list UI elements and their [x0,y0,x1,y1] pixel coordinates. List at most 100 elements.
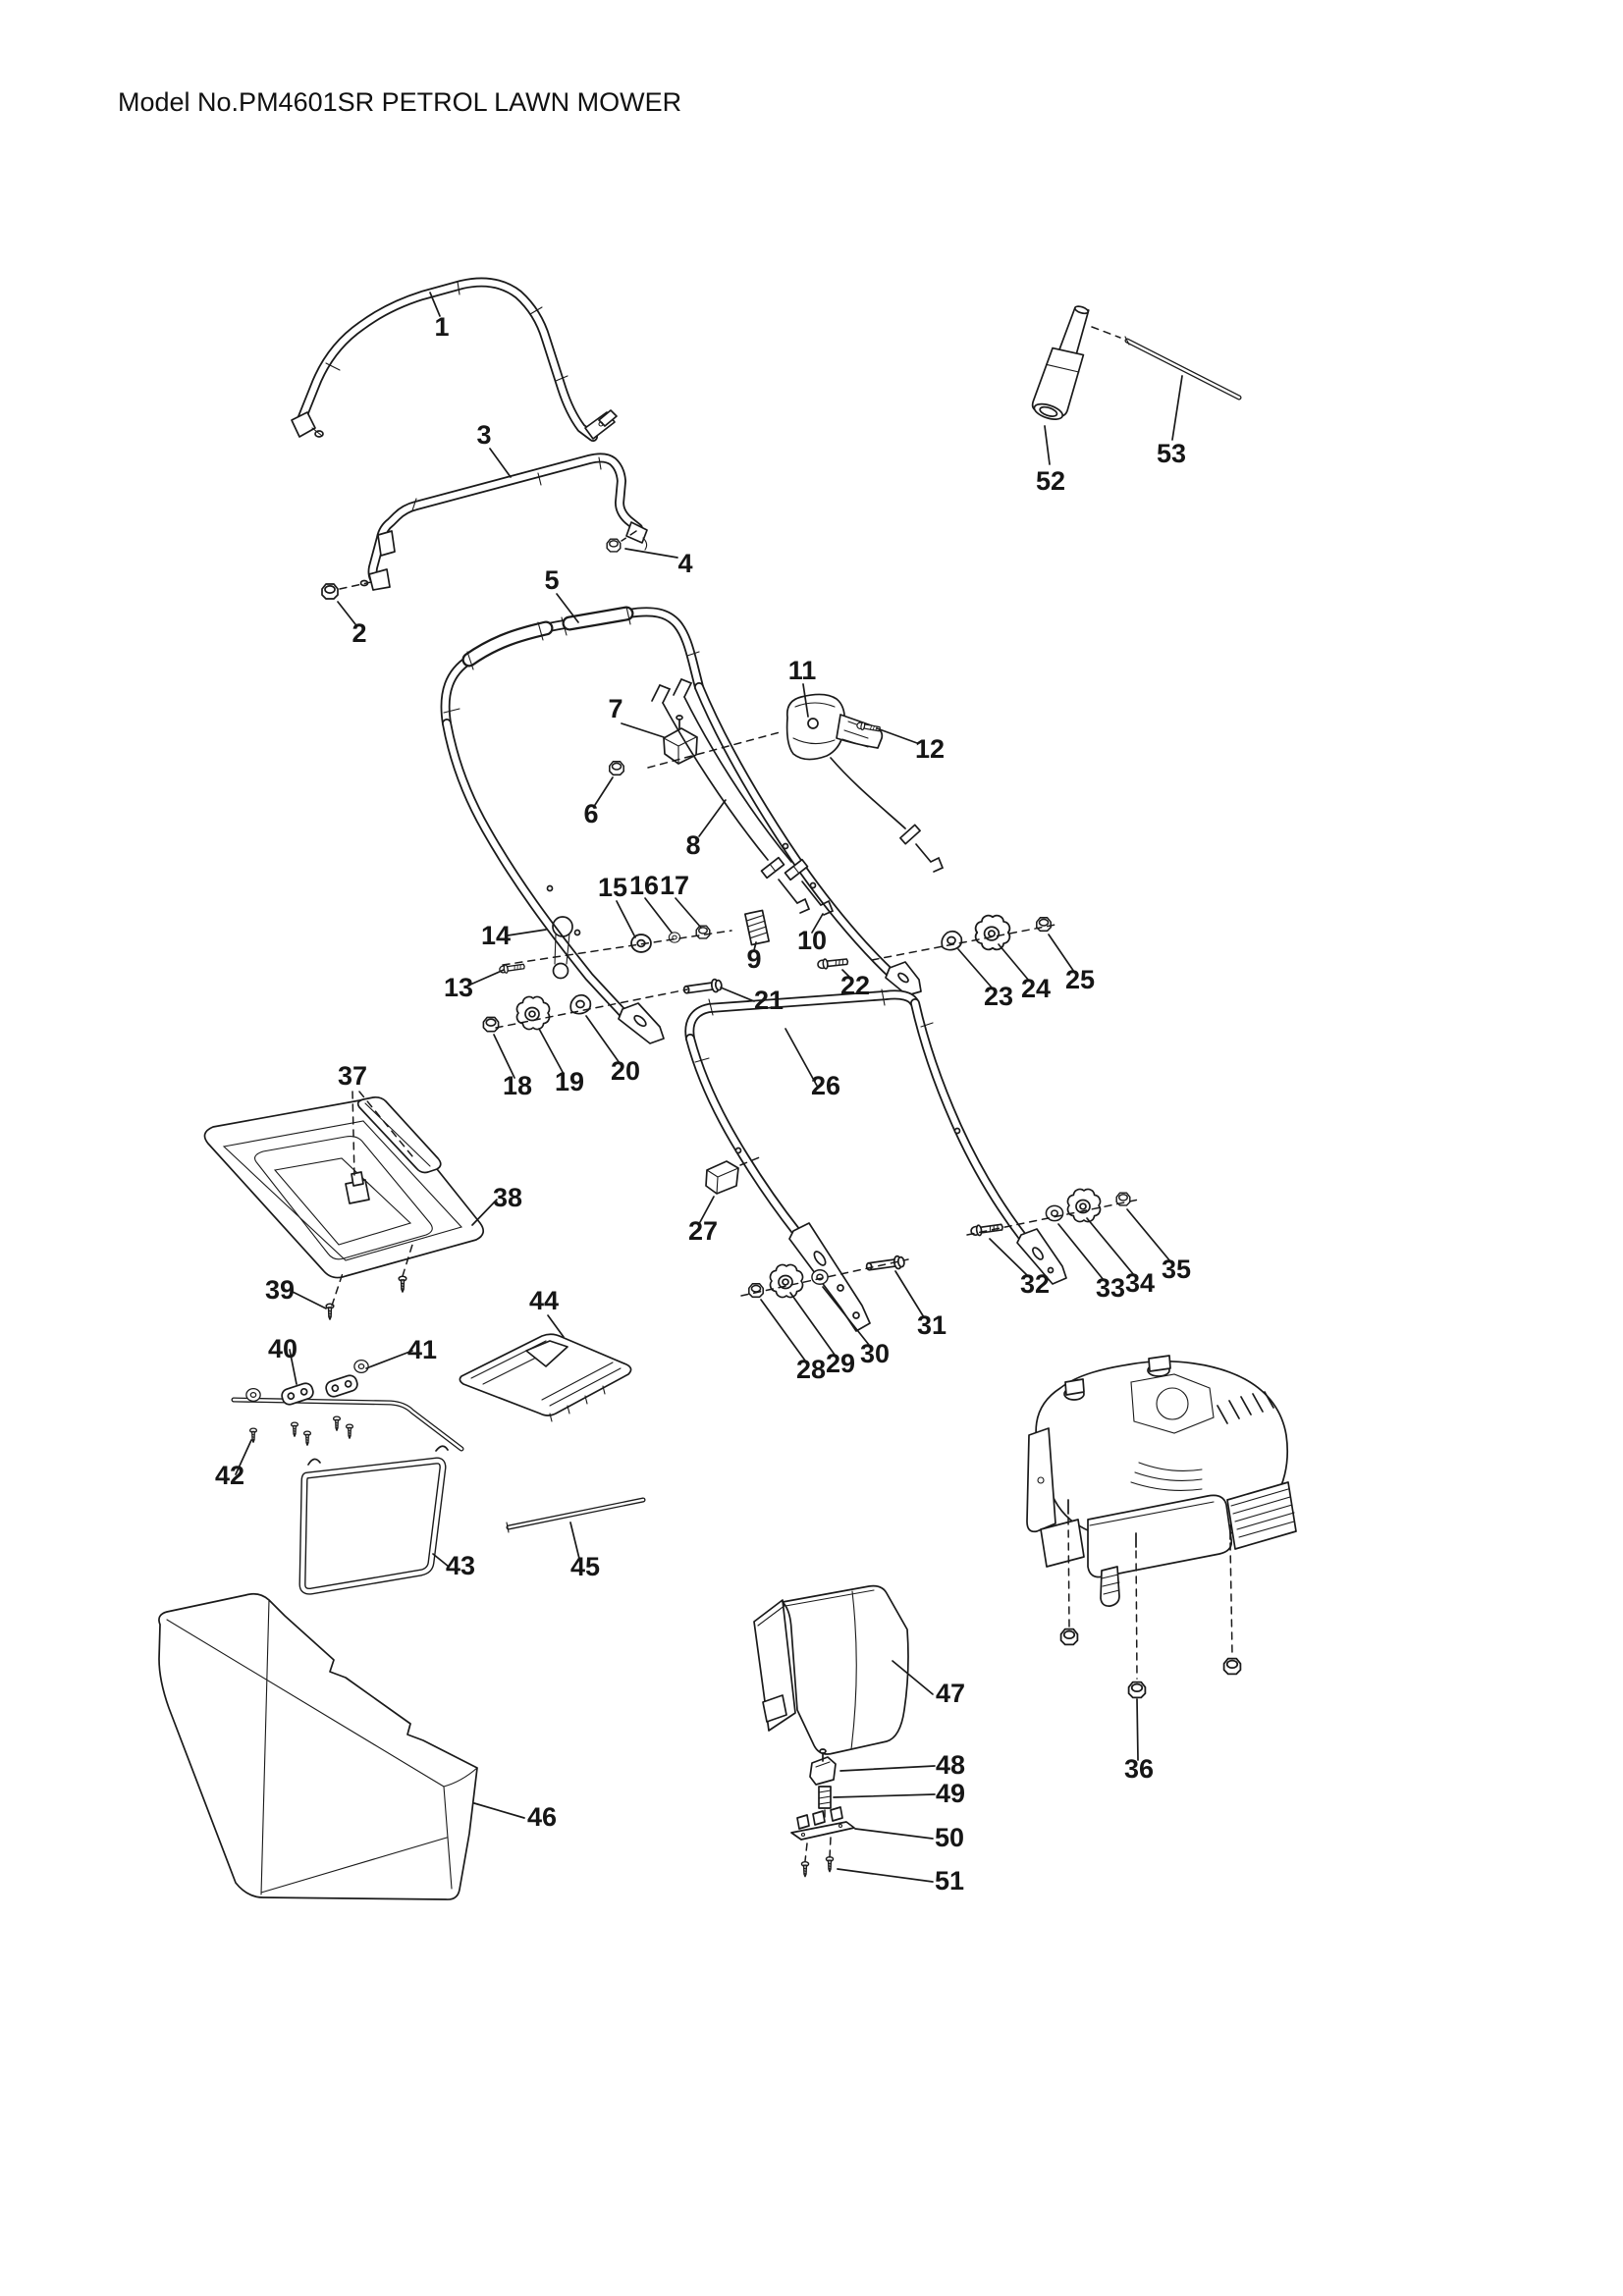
part-14-hook-clip-drawing [552,916,573,980]
part-16-washer [668,932,681,943]
part-label-28: 28 [796,1355,826,1384]
page-title: Model No.PM4601SR PETROL LAWN MOWER [118,87,681,117]
leader-lines [235,292,1183,1883]
part-46-grass-bag-drawing [158,1592,478,1900]
part-21-pin [681,977,724,997]
part-23-cam-washer [941,930,963,951]
part-label-23: 23 [984,982,1013,1011]
part-label-17: 17 [660,871,689,900]
part-label-52: 52 [1036,466,1065,496]
part-43-bag-frame-drawing [298,1445,449,1595]
part-20-cam-washer [569,993,592,1015]
part-label-13: 13 [444,973,473,1002]
part-34-knob [1066,1188,1102,1223]
part-label-39: 39 [265,1275,295,1305]
part-3-lower-handlebar-drawing [359,453,648,591]
part-30-washer [811,1269,829,1285]
part-7-cable-clip-drawing [663,715,698,765]
part-8-10-cables-drawing [651,677,835,916]
part-label-30: 30 [860,1339,890,1368]
part-label-2: 2 [352,618,366,648]
part-label-48: 48 [936,1750,965,1780]
part-label-18: 18 [503,1071,532,1100]
part-5-handle-drawing [440,606,922,1044]
part-25-nut [1036,917,1052,933]
part-label-47: 47 [936,1679,965,1708]
part-label-24: 24 [1021,974,1051,1003]
part-label-49: 49 [936,1779,965,1808]
part-label-6: 6 [583,799,598,828]
part-53-rod-drawing [1124,336,1242,400]
part-label-14: 14 [481,921,511,950]
part-label-7: 7 [608,694,622,723]
part-45-rod-drawing [506,1497,646,1533]
part-label-20: 20 [611,1056,640,1086]
part-label-27: 27 [688,1216,718,1246]
part-label-40: 40 [268,1334,298,1363]
part-label-53: 53 [1157,439,1186,468]
part-label-32: 32 [1020,1269,1050,1299]
part-label-1: 1 [434,312,449,342]
part-label-44: 44 [529,1286,559,1315]
part-38-grassbox-cover-drawing [203,1097,485,1279]
part-28-nut [748,1283,764,1299]
part-9-spring-drawing [744,909,770,946]
part-label-19: 19 [555,1067,584,1096]
rear-flap-assembly-drawing [753,1584,909,1841]
part-label-25: 25 [1065,965,1095,994]
part-39-screw [398,1275,407,1293]
part-label-15: 15 [598,873,627,902]
part-19-knob [515,995,551,1031]
part-24-knob [974,914,1011,951]
part-label-36: 36 [1124,1754,1154,1784]
part-label-4: 4 [677,549,692,578]
part-label-12: 12 [915,734,945,764]
bag-frame-top-assembly [231,1359,464,1452]
part-label-26: 26 [811,1071,840,1100]
part-label-31: 31 [917,1310,947,1340]
part-label-22: 22 [840,971,870,1000]
part-label-42: 42 [215,1461,244,1490]
part-label-34: 34 [1125,1268,1155,1298]
part-51-screw [800,1860,810,1878]
part-label-41: 41 [407,1335,437,1364]
part-label-5: 5 [544,565,559,595]
part-label-3: 3 [476,420,491,450]
part-label-43: 43 [446,1551,475,1580]
part-label-29: 29 [826,1349,855,1378]
part-29-knob [769,1263,804,1299]
part-36-nut [1059,1628,1079,1646]
part-2-nut [321,583,339,600]
part-27-clip-drawing [705,1160,739,1195]
part-label-50: 50 [935,1823,964,1852]
part-44-insert-drawing [459,1333,632,1422]
part-label-16: 16 [629,871,659,900]
part-label-45: 45 [570,1552,600,1581]
part-22-bolt [816,955,849,971]
part-39-screw [325,1303,335,1320]
part-26-lower-handle-drawing [684,988,1067,1332]
part-labels: 1 2 3 4 5 6 7 8 9 10 11 12 13 14 15 16 1… [215,312,1191,1896]
part-label-33: 33 [1096,1273,1125,1303]
assembly-axis-lines [331,326,1233,1862]
part-32-bolt [969,1221,1004,1238]
part-4-nut [606,538,622,553]
part-51-screw [825,1855,835,1873]
part-label-9: 9 [746,944,761,974]
part-36-nut [1127,1681,1147,1699]
part-6-nut [609,761,624,776]
part-label-38: 38 [493,1183,522,1212]
engine-drawing [1026,1355,1297,1607]
part-label-8: 8 [685,830,700,860]
part-17-nut [695,925,711,939]
part-13-screw [498,961,526,975]
part-label-35: 35 [1162,1255,1191,1284]
part-11-throttle-control-drawing [785,693,945,873]
part-36-nut [1222,1657,1242,1676]
part-52-sparkplug-wrench-drawing [1031,305,1090,420]
part-label-51: 51 [935,1866,964,1896]
part-label-37: 37 [338,1061,367,1091]
part-1-upper-handlebar-drawing [291,277,618,442]
